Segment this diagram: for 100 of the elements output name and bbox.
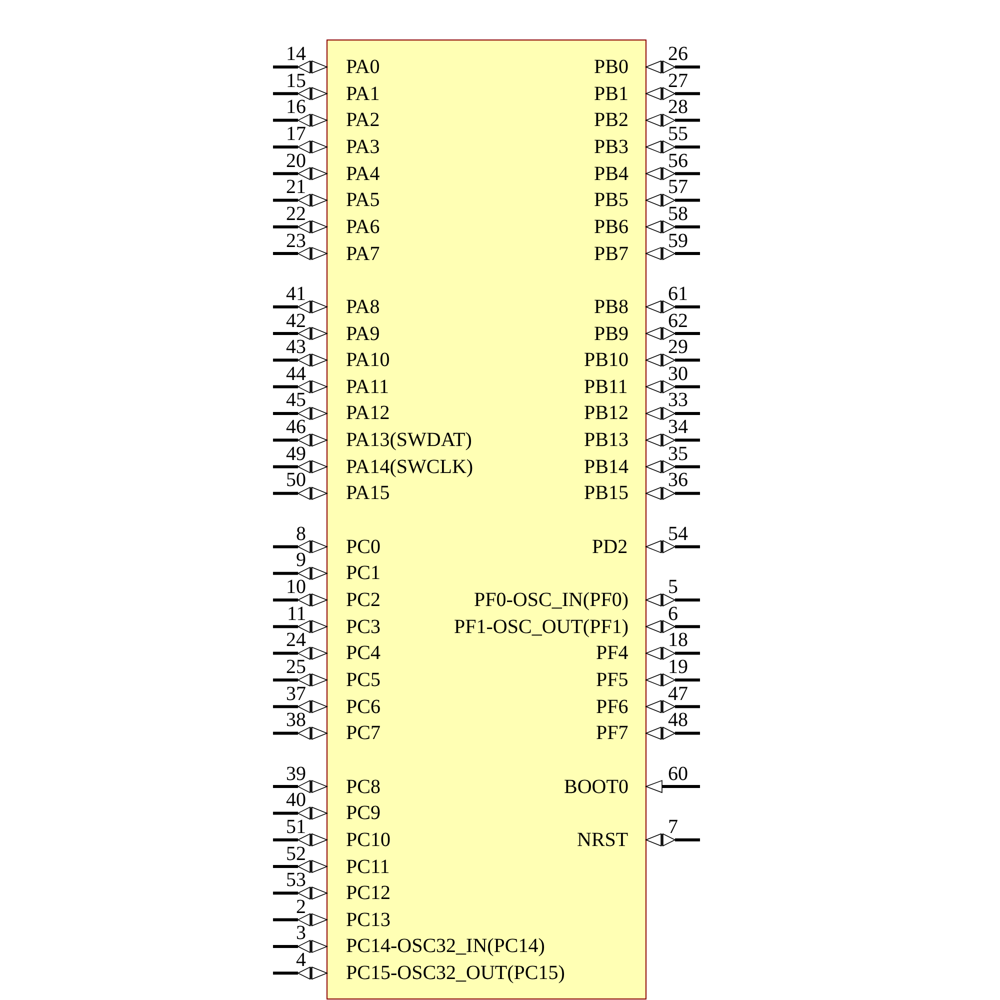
pin-name: NRST — [577, 828, 628, 851]
pin-name: PA3 — [346, 136, 380, 158]
pin-number: 25 — [286, 656, 306, 678]
pin-number: 33 — [668, 389, 688, 412]
pin-number: 5 — [668, 576, 678, 598]
pin-name: PF1-OSC_OUT(PF1) — [454, 616, 628, 638]
pin-name: PB0 — [594, 56, 628, 78]
pin-number: 55 — [668, 122, 688, 145]
pin-name: PC15-OSC32_OUT(PC15) — [346, 962, 565, 984]
pin-name: PA12 — [346, 402, 390, 424]
pin-name: PB7 — [594, 242, 628, 265]
pin-name: PC6 — [346, 696, 380, 718]
pin-number: 34 — [668, 416, 688, 438]
pin-number: 11 — [287, 602, 306, 625]
pin-name: PB13 — [584, 429, 628, 452]
pin-name: PA9 — [346, 322, 380, 344]
pin-name: PC9 — [346, 802, 380, 824]
pin-number: 7 — [668, 816, 678, 838]
pin-number: 19 — [668, 656, 688, 678]
pin-number: 40 — [286, 789, 306, 812]
pin-number: 9 — [296, 549, 306, 572]
pin-number: 43 — [286, 336, 306, 358]
pin-number: 61 — [668, 282, 688, 305]
pin-name: PB14 — [584, 456, 628, 478]
pin-name: PA8 — [346, 296, 380, 318]
pin-name: PA14(SWCLK) — [346, 456, 474, 478]
pin-number: 37 — [286, 682, 306, 705]
pin-name: PB1 — [594, 82, 628, 105]
pin-number: 60 — [668, 762, 688, 785]
pin-name: PC2 — [346, 589, 380, 611]
pin-name: PA2 — [346, 109, 380, 132]
pin-number: 10 — [286, 576, 306, 598]
pin-number: 47 — [668, 682, 688, 705]
pin-number: 23 — [286, 230, 306, 252]
pin-number: 49 — [286, 442, 306, 465]
pin-number: 36 — [668, 469, 688, 492]
pin-number: 20 — [286, 150, 306, 172]
pin-name: PC7 — [346, 722, 380, 744]
pin-number: 30 — [668, 362, 688, 385]
pin-number: 46 — [286, 416, 306, 438]
pin-name: PB8 — [594, 296, 628, 318]
pin-number: 24 — [286, 629, 306, 652]
pin-name: PA15 — [346, 482, 390, 504]
pin-name: PC4 — [346, 642, 380, 664]
pin-number: 15 — [286, 70, 306, 92]
pin-number: 57 — [668, 176, 688, 198]
pin-number: 58 — [668, 202, 688, 225]
pin-name: PA11 — [346, 376, 389, 398]
pin-name: BOOT0 — [564, 776, 628, 798]
pin-name: PB5 — [594, 189, 628, 212]
pin-number: 52 — [286, 842, 306, 864]
pin-number: 28 — [668, 96, 688, 118]
pin-number: 26 — [668, 43, 688, 65]
pin-name: PA10 — [346, 349, 390, 372]
pin-number: 44 — [286, 362, 306, 385]
pin-number: 48 — [668, 709, 688, 732]
pin-name: PC14-OSC32_IN(PC14) — [346, 935, 545, 958]
pin-name: PB9 — [594, 322, 628, 344]
pin-number: 14 — [286, 43, 306, 65]
pin-name: PD2 — [592, 536, 628, 558]
pin-number: 6 — [668, 602, 678, 625]
pin-number: 53 — [286, 869, 306, 892]
pin-name: PC5 — [346, 668, 380, 691]
pin-name: PC10 — [346, 828, 390, 851]
pin-number: 17 — [286, 122, 306, 145]
pin-name: PA13(SWDAT) — [346, 429, 472, 452]
pin-number: 50 — [286, 469, 306, 492]
pin-name: PB10 — [584, 349, 628, 372]
pin-name: PA7 — [346, 242, 380, 265]
pin-name: PC12 — [346, 882, 390, 904]
pin-number: 8 — [296, 522, 306, 545]
pin-number: 29 — [668, 336, 688, 358]
pin-name: PC13 — [346, 908, 390, 931]
pin-number: 18 — [668, 629, 688, 652]
pin-number: 16 — [286, 96, 306, 118]
pin-name: PC1 — [346, 562, 380, 584]
pin-name: PC3 — [346, 616, 380, 638]
pin-number: 3 — [296, 922, 306, 944]
pin-name: PA0 — [346, 56, 380, 78]
pin-number: 45 — [286, 389, 306, 412]
pin-name: PB4 — [594, 162, 628, 185]
pin-name: PA4 — [346, 162, 380, 185]
pin-name: PB6 — [594, 216, 628, 238]
pin-number: 39 — [286, 762, 306, 785]
pin-number: 38 — [286, 709, 306, 732]
pin-number: 35 — [668, 442, 688, 465]
pin-name: PC8 — [346, 776, 380, 798]
pin-name: PC0 — [346, 536, 380, 558]
pin-number: 42 — [286, 310, 306, 332]
pin-number: 21 — [286, 176, 306, 198]
pin-number: 2 — [296, 896, 306, 918]
pin-name: PB12 — [584, 402, 628, 424]
pin-number: 59 — [668, 230, 688, 252]
pin-name: PF4 — [596, 642, 628, 664]
pin-number: 54 — [668, 522, 688, 545]
pin-name: PF6 — [596, 696, 628, 718]
pin-number: 27 — [668, 70, 688, 92]
pin-number: 4 — [296, 949, 306, 972]
pin-name: PA5 — [346, 189, 380, 212]
pin-name: PB15 — [584, 482, 628, 504]
